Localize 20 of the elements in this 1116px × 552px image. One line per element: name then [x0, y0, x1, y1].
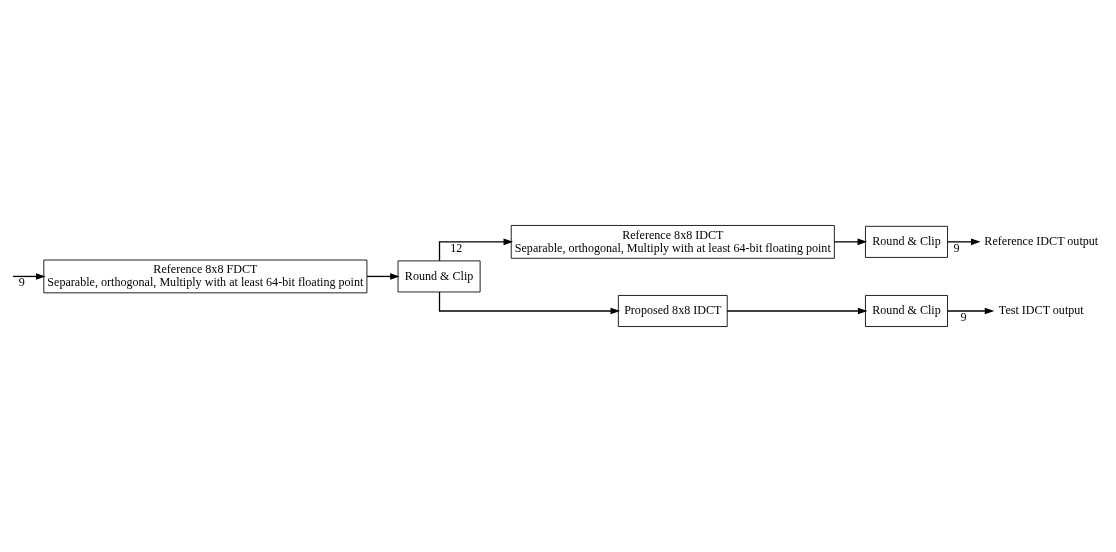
node-box: Reference 8x8 IDCT Separable, orthogonal, Multiply with at least 64-bit floating point [510, 225, 835, 259]
node-box: Reference 8x8 FDCT Separable, orthogonal, Multiply with at least 64-bit floating point [43, 259, 368, 294]
edge-label: 9 [960, 309, 967, 324]
node-box: Round & Clip [865, 225, 948, 258]
node-box: Round & Clip [397, 260, 481, 293]
node-box: Round & Clip [865, 295, 948, 327]
edge-label: 12 [450, 240, 463, 255]
arrow [366, 273, 400, 280]
node-text: Test IDCT output [998, 303, 1084, 318]
edge-label: 9 [18, 275, 25, 290]
arrow [12, 273, 46, 280]
node-box: Proposed 8x8 IDCT [617, 295, 728, 327]
arrow [947, 307, 995, 315]
node-text: Reference IDCT output [984, 234, 1099, 249]
arrow [438, 238, 514, 262]
edge-label: 9 [953, 240, 960, 255]
arrow [438, 291, 621, 315]
arrow [947, 238, 981, 246]
arrow [833, 238, 868, 246]
arrow [726, 307, 868, 315]
